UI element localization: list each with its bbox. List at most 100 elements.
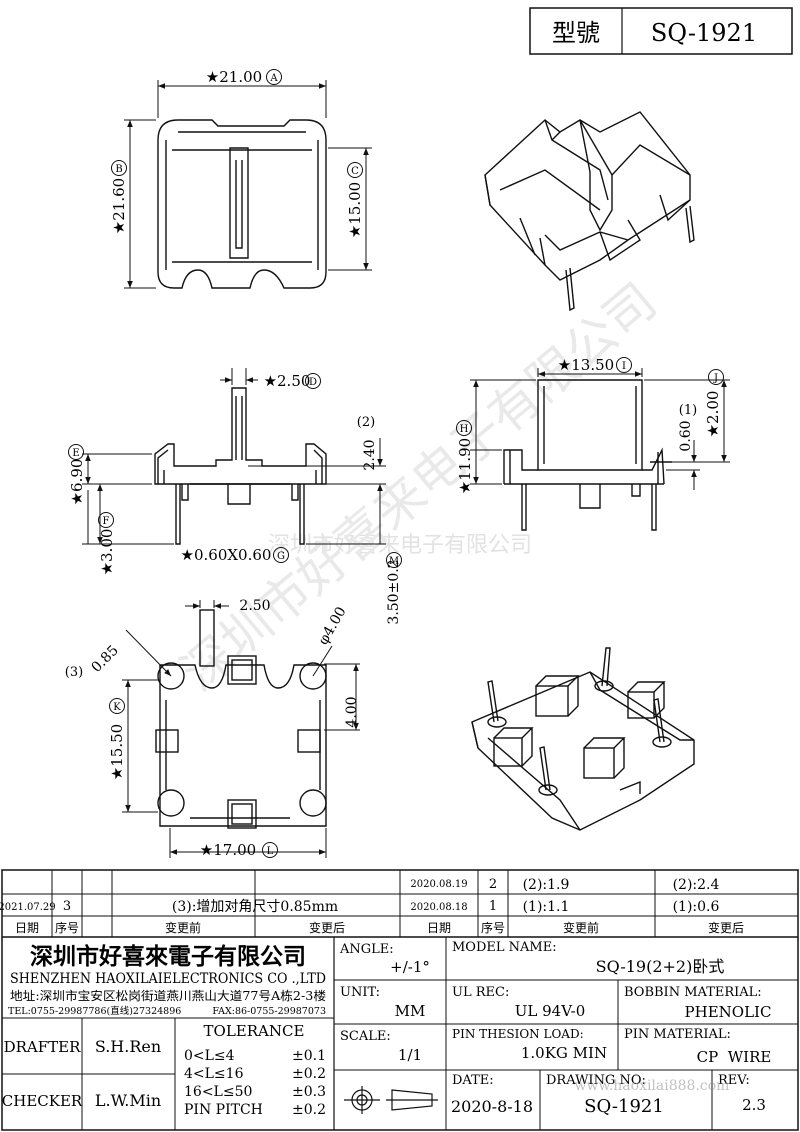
rev-left-head-no: 序号 [55, 920, 79, 935]
dim-h: ★11.90 [456, 438, 474, 494]
dim-l-tag: L [267, 846, 274, 857]
tol-range-1: 4<L≤16 [184, 1066, 244, 1082]
top-dims [124, 80, 372, 289]
tol-range-2: 16<L≤50 [184, 1084, 252, 1100]
iso-view-bottom [471, 647, 695, 831]
dim-d-tag: D [309, 377, 317, 388]
dim-c: ★15.00 [346, 182, 364, 238]
model-name-value: SQ-19(2+2)卧式 [596, 957, 725, 976]
rev-right-1-no: 1 [489, 899, 497, 914]
projection-symbol-icon [344, 1086, 438, 1114]
rev-right-1-date: 2020.08.18 [410, 902, 467, 913]
model-label: 型號 [552, 19, 600, 47]
pin-material-value: CP WIRE [697, 1048, 772, 1066]
dim-d: ★2.50 [264, 372, 311, 390]
iso-view-top [484, 111, 695, 312]
rev-left-head-before: 变更前 [165, 920, 201, 935]
rev-label: REV: [718, 1073, 750, 1088]
checker-label: CHECKER [2, 1092, 83, 1110]
company-tel: TEL:0755-29987786(直线)27324896 [8, 1005, 181, 1017]
top-view [157, 119, 327, 289]
dim-i: ★13.50 [558, 356, 614, 374]
dim-bottom-side: 4.00 [344, 696, 360, 727]
scale-value: 1/1 [398, 1046, 422, 1064]
dim-e: ★6.90 [68, 459, 86, 506]
rev-left-head-after: 变更后 [309, 920, 345, 935]
dim-a-tag: A [269, 73, 278, 84]
dim-f: ★3.00 [98, 529, 116, 576]
front-view [154, 387, 327, 545]
watermark: 深圳市好喜来电子有限公司 深圳市好喜来电子有限公司 [171, 272, 668, 702]
unit-value: MM [395, 1002, 426, 1020]
dim-side-2-val: 2.40 [362, 439, 378, 470]
drafter-value: S.H.Ren [95, 1037, 161, 1056]
side-view [503, 379, 672, 531]
svg-text:深圳市好喜来电子有限公司: 深圳市好喜来电子有限公司 [268, 533, 532, 558]
dim-l: ★17.00 [200, 841, 256, 859]
rev-value: 2.3 [742, 1096, 766, 1114]
front-dims [82, 368, 386, 545]
rev-right-0-date: 2020.08.19 [410, 879, 467, 890]
rev-right-0-before: (2):1.9 [523, 877, 570, 893]
rev-right-head-after: 变更后 [708, 920, 744, 935]
pin-tension-value: 1.0KG MIN [521, 1044, 607, 1062]
dim-j-tag: J [713, 373, 718, 384]
checker-value: L.W.Min [95, 1091, 161, 1110]
dim-a: ★21.00 [206, 68, 262, 86]
pin-tension-label: PIN THESION LOAD: [452, 1027, 584, 1041]
dim-side-1-label: (1) [679, 403, 697, 418]
ul-rec-label: UL REC: [452, 985, 509, 1000]
dim-i-tag: I [622, 361, 626, 372]
dim-bottom-circle: φ4.00 [315, 604, 349, 647]
model-header: 型號 SQ-1921 [529, 7, 793, 55]
rev-left-date: 2021.07.29 [0, 902, 56, 913]
drawing-no-value: SQ-1921 [584, 1096, 664, 1117]
dim-b-tag: B [115, 164, 122, 175]
company-name-en: SHENZHEN HAOXILAIELECTRONICS CO .,LTD [10, 971, 326, 987]
rev-right-0-after: (2):2.4 [673, 877, 720, 893]
dim-bottom-w: 2.50 [239, 598, 270, 614]
dim-j: ★2.00 [704, 391, 722, 438]
dim-k: ★15.50 [108, 724, 126, 780]
tol-range-3: PIN PITCH [184, 1102, 263, 1118]
rev-left-before: (3):增加对角尺寸0.85mm [172, 899, 338, 915]
dim-side-2-label: (2) [357, 415, 375, 430]
angle-value: +/-1° [390, 958, 430, 976]
watermark-url: www.haoxilai888.com [575, 1078, 730, 1094]
angle-label: ANGLE: [339, 942, 394, 957]
tol-value-3: ±0.2 [292, 1102, 326, 1118]
side-dims [470, 368, 730, 490]
ul-rec-value: UL 94V-0 [515, 1002, 586, 1020]
model-name-label: MODEL NAME: [452, 940, 557, 955]
company-fax: FAX:86-0755-29987073 [212, 1006, 326, 1017]
date-value: 2020-8-18 [451, 1097, 533, 1116]
dim-h-tag: H [460, 424, 469, 435]
tol-value-1: ±0.2 [292, 1066, 326, 1082]
dim-m-tag: M [389, 556, 399, 567]
pin-material-label: PIN MATERIAL: [624, 1027, 731, 1042]
tolerance-title: TOLERANCE [204, 1022, 305, 1040]
rev-right-1-before: (1):1.1 [523, 899, 570, 915]
dim-b: ★21.60 [110, 178, 128, 234]
dim-f-tag: F [103, 516, 110, 527]
title-block-grid [1, 869, 799, 1131]
dim-g: ★0.60X0.60 [181, 546, 272, 564]
bobbin-label: BOBBIN MATERIAL: [624, 985, 762, 1000]
date-label: DATE: [452, 1073, 494, 1088]
dim-bottom-diag-label: (3) [65, 665, 83, 680]
dim-m: 3.50±0.2 [386, 559, 402, 624]
rev-right-1-after: (1):0.6 [673, 899, 720, 915]
rev-right-head-before: 变更前 [563, 920, 599, 935]
dim-side-1-val: 0.60 [678, 420, 694, 451]
dim-c-tag: C [351, 166, 359, 177]
rev-left-head-date: 日期 [15, 921, 39, 935]
rev-right-head-no: 序号 [481, 920, 505, 935]
company-name-cn: 深圳市好喜來電子有限公司 [30, 943, 306, 970]
drawing-no-label: DRAWING NO: [546, 1073, 646, 1088]
rev-right-0-no: 2 [489, 877, 497, 892]
dim-g-tag: G [277, 551, 285, 562]
tol-range-0: 0<L≤4 [184, 1048, 235, 1064]
rev-right-head-date: 日期 [427, 921, 451, 935]
model-value: SQ-1921 [651, 19, 757, 47]
